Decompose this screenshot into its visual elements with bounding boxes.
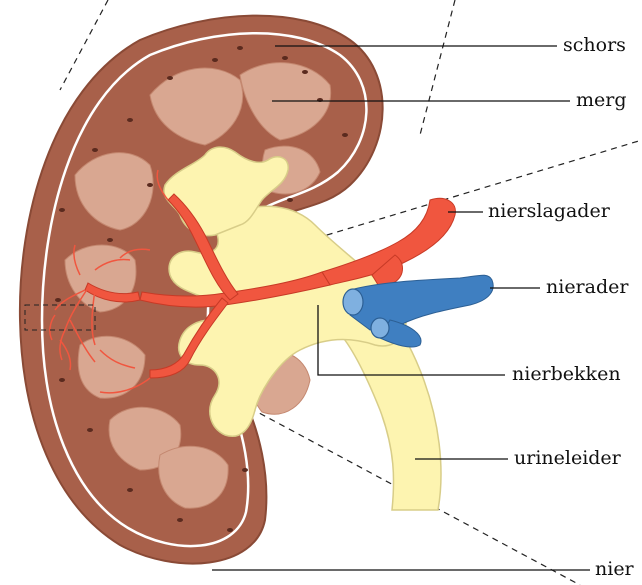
label-merg: merg	[576, 91, 627, 110]
label-schors: schors	[563, 36, 626, 55]
label-urineleider: urineleider	[514, 449, 621, 468]
label-nierslagader: nierslagader	[488, 202, 610, 221]
label-nierbekken: nierbekken	[512, 365, 621, 384]
label-nierader: nierader	[546, 278, 628, 297]
label-nier: nier	[595, 560, 634, 579]
